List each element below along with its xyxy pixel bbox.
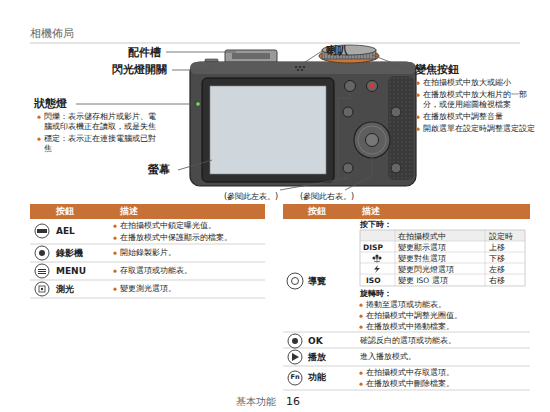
bullet-dot bbox=[416, 116, 419, 119]
callout-label: 配件槽 bbox=[128, 46, 161, 60]
page-footer: 基本功能 bbox=[236, 396, 276, 409]
table-cell: 下移 bbox=[489, 254, 505, 263]
callout-label: 閃光燈開關 bbox=[112, 63, 167, 77]
table-cell: 在拍攝模式中鎖定曝光值。 bbox=[120, 221, 260, 231]
table-cell: 變更對焦選項 bbox=[398, 254, 446, 263]
table-cell: 按鈕 bbox=[308, 206, 326, 217]
bullet-dot bbox=[416, 94, 419, 97]
bullet-dot bbox=[359, 383, 362, 386]
callout-note: 在拍攝模式中放大或縮小 bbox=[423, 78, 541, 88]
bullet-dot bbox=[113, 270, 116, 273]
callout-label: 狀態燈 bbox=[34, 97, 67, 111]
bullet-dot bbox=[37, 116, 40, 119]
callout-note: 穩定：表示正在連接電腦或已對焦 bbox=[44, 134, 162, 154]
table-cell: ISO bbox=[366, 276, 381, 285]
bullet-dot bbox=[416, 128, 419, 131]
table-cell: Fn bbox=[288, 373, 302, 381]
table-cell: 測光 bbox=[56, 284, 74, 295]
table-cell: 描述 bbox=[120, 206, 138, 217]
table-cell: 右移 bbox=[489, 276, 505, 285]
table-cell: DISP bbox=[363, 243, 383, 252]
page-heading: 相機佈局 bbox=[30, 27, 74, 41]
table-cell: 功能 bbox=[308, 372, 326, 383]
callout-note: 在播放模式中放大相片的一部分，或使用縮圖檢視檔案 bbox=[423, 90, 541, 110]
bullet-dot bbox=[359, 315, 362, 318]
table-cell: 捲動至選項或功能表。 bbox=[366, 300, 526, 310]
reference-note: (參閱此右表。) bbox=[300, 192, 354, 202]
table-cell: 開始錄製影片。 bbox=[120, 248, 260, 258]
button-tables bbox=[30, 204, 530, 390]
table-cell: 變更顯示選項 bbox=[398, 243, 446, 252]
bullet-dot bbox=[359, 326, 362, 329]
table-cell: 變更測光選項。 bbox=[120, 284, 260, 294]
table-cell: 錄影機 bbox=[56, 248, 83, 259]
bullet-dot bbox=[113, 225, 116, 228]
camera-body bbox=[190, 45, 416, 186]
table-cell: OK bbox=[308, 336, 323, 347]
bullet-dot bbox=[359, 304, 362, 307]
callout-label: 喇叭 bbox=[326, 44, 348, 58]
bullet-dot bbox=[113, 288, 116, 291]
bullet-dot bbox=[416, 82, 419, 85]
table-cell: 存取選項或功能表。 bbox=[120, 266, 260, 276]
callout-label: 變焦按鈕 bbox=[415, 63, 459, 77]
header-rule bbox=[30, 43, 520, 44]
table-cell: 描述 bbox=[362, 206, 380, 217]
table-cell: AEL bbox=[56, 226, 75, 237]
table-cell: MENU bbox=[56, 266, 86, 277]
table-cell: 旋轉時： bbox=[360, 289, 392, 299]
table-cell: 在播放模式中捲動檔案。 bbox=[366, 322, 526, 332]
bullet-dot bbox=[113, 252, 116, 255]
table-cell: 導覽 bbox=[308, 276, 326, 287]
table-cell: 在拍攝模式中調整光圈值。 bbox=[366, 311, 526, 321]
table-cell: 設定時 bbox=[489, 232, 513, 241]
bullet-dot bbox=[113, 237, 116, 240]
bullet-dot bbox=[359, 372, 362, 375]
table-cell: 確認反白的選項或功能表。 bbox=[360, 336, 525, 346]
reference-note: (參閱此左表。) bbox=[224, 192, 278, 202]
table-cell: 播放 bbox=[308, 352, 326, 363]
table-cell: 在拍攝模式中存取選項。 bbox=[366, 368, 526, 378]
bullet-dot bbox=[37, 138, 40, 141]
table-cell: 按鈕 bbox=[56, 206, 74, 217]
callout-note: 閃爍：表示儲存相片或影片、電腦或印表機正在讀取，或是失焦 bbox=[44, 112, 162, 132]
callout-label: 螢幕 bbox=[148, 163, 170, 177]
table-cell: 在拍攝模式中 bbox=[398, 232, 446, 241]
table-cell: 在播放模式中刪除檔案。 bbox=[366, 379, 526, 389]
page-footer: 16 bbox=[286, 395, 300, 409]
table-cell: 左移 bbox=[489, 265, 505, 274]
table-cell: 上移 bbox=[489, 243, 505, 252]
table-cell: 變更閃光燈選項 bbox=[398, 265, 454, 274]
table-cell: 變更 ISO 選項 bbox=[398, 276, 448, 285]
table-cell: 按下時： bbox=[360, 220, 392, 230]
table-cell: 進入播放模式。 bbox=[360, 352, 525, 362]
callout-note: 開啟選單在設定時調整選定設定 bbox=[423, 124, 541, 134]
callout-note: 在播放模式中調整音量 bbox=[423, 112, 541, 122]
table-cell: 在播放模式中保護顯示的檔案。 bbox=[120, 233, 260, 243]
